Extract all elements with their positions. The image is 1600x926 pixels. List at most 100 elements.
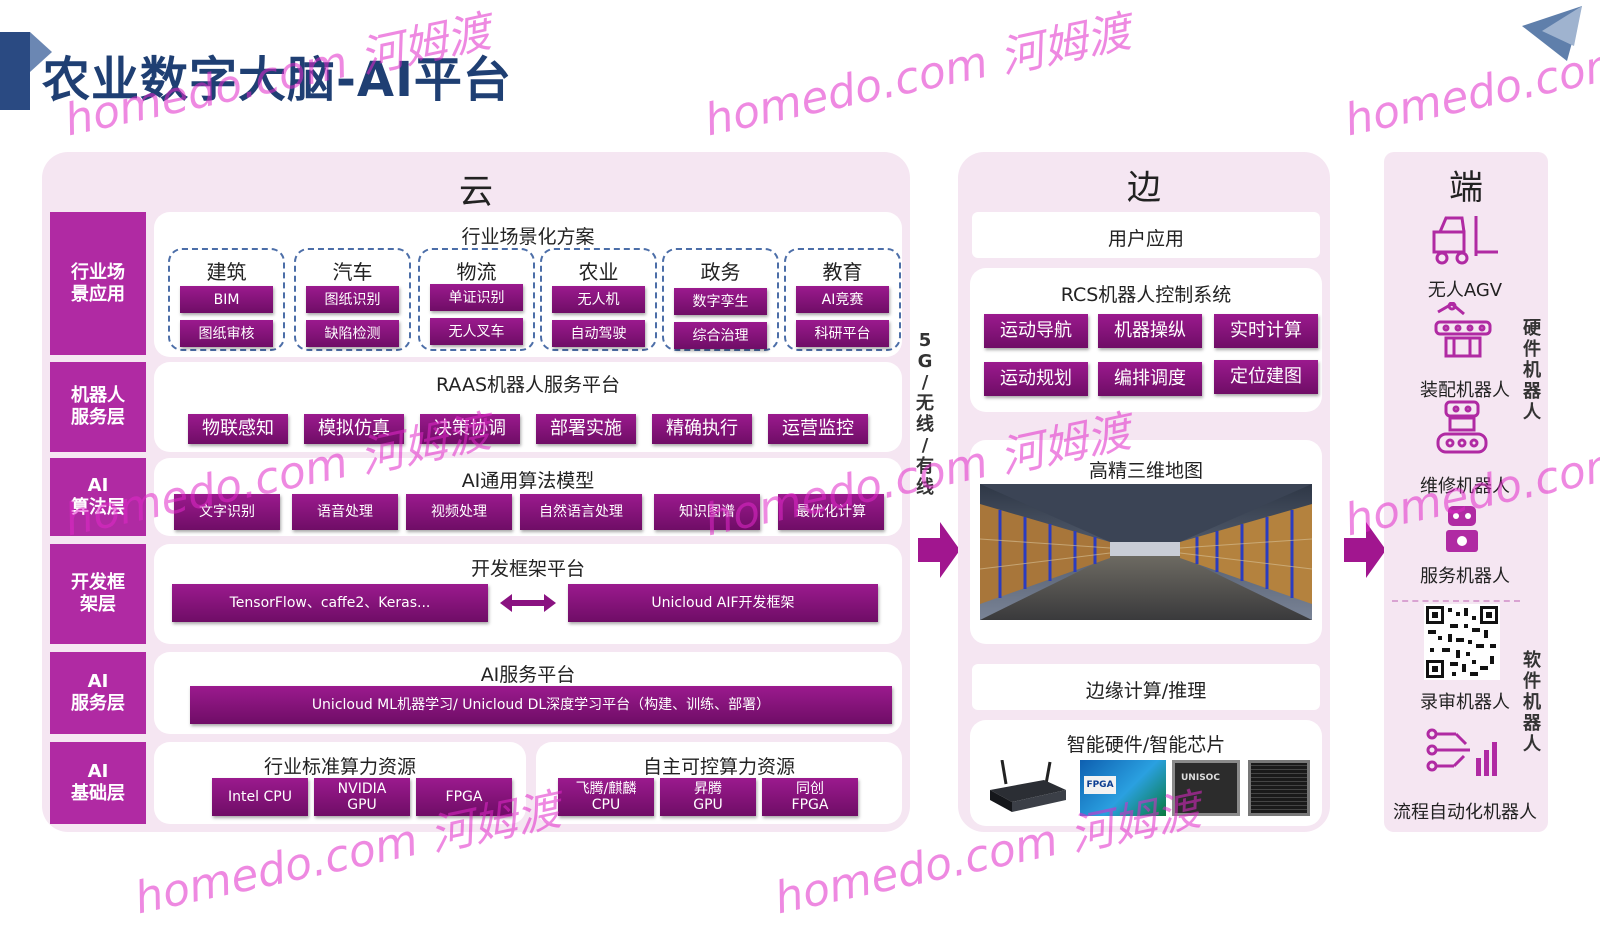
scenario-chip[interactable]: 单证识别 bbox=[430, 284, 523, 311]
corner-decoration-icon bbox=[1522, 6, 1582, 61]
scenario-chip[interactable]: BIM bbox=[180, 286, 273, 313]
layer-label-ai-service: AI 服务层 bbox=[50, 652, 146, 734]
processor-chip-image bbox=[1248, 760, 1310, 816]
edge-compute-box bbox=[972, 664, 1320, 710]
framework-open-source-bar[interactable]: TensorFlow、caffe2、Keras... bbox=[172, 584, 488, 622]
scenario-chip[interactable]: 自动驾驶 bbox=[552, 320, 645, 347]
arrow-right-icon bbox=[1344, 522, 1386, 578]
page-title: 农业数字大脑-AI平台 bbox=[42, 52, 512, 108]
rcs-chip[interactable]: 编排调度 bbox=[1098, 362, 1202, 396]
layer-label-robot-service: 机器人 服务层 bbox=[50, 362, 146, 452]
end-heading: 端 bbox=[1449, 168, 1483, 208]
hardware-software-divider bbox=[1392, 600, 1520, 602]
industry-group-name: 建筑 bbox=[206, 260, 247, 284]
compute-chip[interactable]: 昇腾 GPU bbox=[660, 778, 756, 816]
raas-platform-title: RAAS机器人服务平台 bbox=[435, 374, 621, 396]
layer-label-industry: 行业场 景应用 bbox=[50, 212, 146, 355]
device-label: 维修机器人 bbox=[1420, 476, 1510, 497]
industry-group-name: 物流 bbox=[456, 260, 497, 284]
rcs-chip[interactable]: 实时计算 bbox=[1214, 314, 1318, 348]
hardware-robot-label: 硬 件 机 器 人 bbox=[1523, 318, 1541, 423]
end-panel bbox=[1384, 152, 1548, 832]
qr-code-icon bbox=[1424, 604, 1500, 680]
warehouse-3d-map-image bbox=[980, 484, 1312, 620]
hd-map-title: 高精三维地图 bbox=[1088, 460, 1203, 482]
algorithm-chip[interactable]: 最优化计算 bbox=[778, 494, 884, 530]
unisoc-chip-image: UNISOC bbox=[1172, 760, 1240, 816]
user-app-label: 用户应用 bbox=[1107, 228, 1184, 250]
unisoc-chip-label: UNISOC bbox=[1181, 773, 1220, 783]
scenario-chip[interactable]: 科研平台 bbox=[796, 320, 889, 347]
device-label: 装配机器人 bbox=[1420, 380, 1510, 401]
compute-chip[interactable]: 同创 FPGA bbox=[762, 778, 858, 816]
industry-group-government bbox=[662, 248, 779, 351]
raas-chip[interactable]: 决策协调 bbox=[420, 414, 520, 444]
ai-service-title: AI服务平台 bbox=[480, 664, 576, 686]
scenario-chip[interactable]: 图纸识别 bbox=[306, 286, 399, 313]
framework-unicloud-bar[interactable]: Unicloud AIF开发框架 bbox=[568, 584, 878, 622]
edge-gateway-device-icon bbox=[990, 760, 1066, 812]
algorithm-chip[interactable]: 知识图谱 bbox=[654, 494, 760, 530]
industry-solutions-title: 行业场景化方案 bbox=[461, 226, 595, 248]
process-flow-icon bbox=[1426, 728, 1497, 776]
industry-group-name: 政务 bbox=[700, 260, 741, 284]
compute-chip[interactable]: Intel CPU bbox=[212, 778, 308, 816]
double-arrow-icon bbox=[500, 594, 556, 612]
raas-chip[interactable]: 部署实施 bbox=[536, 414, 636, 444]
industry-group-name: 汽车 bbox=[332, 260, 373, 284]
arrow-right-icon bbox=[918, 522, 960, 578]
scenario-chip[interactable]: 图纸审核 bbox=[180, 320, 273, 347]
compute-chip[interactable]: 飞腾/麒麟 CPU bbox=[558, 778, 654, 816]
service-robot-icon bbox=[1446, 506, 1478, 552]
algorithm-chip[interactable]: 语音处理 bbox=[292, 494, 398, 530]
industry-group-automotive bbox=[294, 248, 411, 351]
compute-chip[interactable]: FPGA bbox=[416, 778, 512, 816]
cloud-heading: 云 bbox=[459, 172, 493, 212]
user-app-box bbox=[972, 212, 1320, 258]
assembly-robot-icon bbox=[1434, 302, 1492, 358]
device-label: 服务机器人 bbox=[1420, 566, 1510, 587]
standard-compute-title: 行业标准算力资源 bbox=[263, 756, 416, 778]
rcs-chip[interactable]: 运动导航 bbox=[984, 314, 1088, 348]
scenario-chip[interactable]: 数字孪生 bbox=[674, 288, 767, 315]
industry-group-name: 教育 bbox=[822, 260, 863, 284]
raas-chip[interactable]: 运营监控 bbox=[768, 414, 868, 444]
industry-group-construction bbox=[168, 248, 285, 351]
algorithm-model-title: AI通用算法模型 bbox=[461, 470, 595, 492]
layer-label-framework: 开发框 架层 bbox=[50, 544, 146, 644]
device-label: 流程自动化机器人 bbox=[1393, 802, 1537, 823]
ai-service-bar[interactable]: Unicloud ML机器学习/ Unicloud DL深度学习平台（构建、训练… bbox=[190, 686, 892, 724]
fpga-chip-label: FPGA bbox=[1084, 776, 1116, 794]
edge-heading: 边 bbox=[1127, 168, 1161, 208]
rcs-chip[interactable]: 定位建图 bbox=[1214, 360, 1318, 394]
algorithm-chip[interactable]: 视频处理 bbox=[406, 494, 512, 530]
rcs-chip[interactable]: 运动规划 bbox=[984, 362, 1088, 396]
fpga-board-image: FPGA bbox=[1080, 760, 1166, 816]
scenario-chip[interactable]: 综合治理 bbox=[674, 322, 767, 349]
scenario-chip[interactable]: 无人叉车 bbox=[430, 318, 523, 345]
scenario-chip[interactable]: AI竞赛 bbox=[796, 286, 889, 313]
rcs-chip[interactable]: 机器操纵 bbox=[1098, 314, 1202, 348]
compute-chip[interactable]: NVIDIA GPU bbox=[314, 778, 410, 816]
rcs-title: RCS机器人控制系统 bbox=[1060, 284, 1232, 306]
industry-group-education bbox=[784, 248, 901, 351]
device-label: 无人AGV bbox=[1427, 280, 1503, 301]
raas-chip[interactable]: 模拟仿真 bbox=[304, 414, 404, 444]
watermark: homedo.com 河姆渡 bbox=[700, 6, 1136, 147]
autonomous-compute-title: 自主可控算力资源 bbox=[642, 756, 795, 778]
framework-platform-title: 开发框架平台 bbox=[470, 558, 585, 580]
title-accent-bar bbox=[0, 32, 30, 110]
algorithm-chip[interactable]: 自然语言处理 bbox=[520, 494, 642, 530]
title-accent-triangle bbox=[30, 32, 52, 72]
network-link-label: 5 G / 无 线 / 有 线 bbox=[916, 330, 934, 498]
scenario-chip[interactable]: 无人机 bbox=[552, 286, 645, 313]
layer-label-algorithm: AI 算法层 bbox=[50, 458, 146, 536]
raas-chip[interactable]: 精确执行 bbox=[652, 414, 752, 444]
algorithm-chip[interactable]: 文字识别 bbox=[174, 494, 280, 530]
software-robot-label: 软 件 机 器 人 bbox=[1523, 650, 1541, 755]
industry-group-agriculture bbox=[540, 248, 657, 351]
smart-hardware-title: 智能硬件/智能芯片 bbox=[1066, 734, 1226, 756]
edge-compute-label: 边缘计算/推理 bbox=[1085, 680, 1207, 702]
raas-chip[interactable]: 物联感知 bbox=[188, 414, 288, 444]
scenario-chip[interactable]: 缺陷检测 bbox=[306, 320, 399, 347]
